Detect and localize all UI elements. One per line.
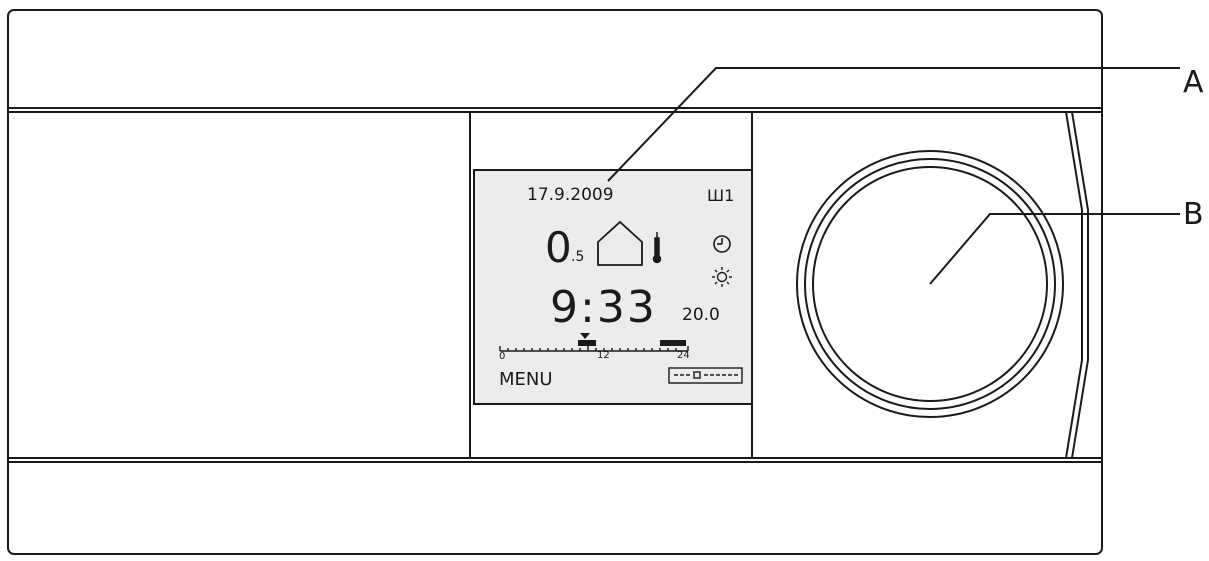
outside-temperature: 0 — [545, 223, 572, 272]
knob-middle-ring — [804, 158, 1056, 410]
timeline-heating-block-2 — [660, 340, 686, 346]
current-time-marker-icon — [580, 333, 590, 339]
setpoint-temperature: 20.0 — [682, 305, 720, 325]
menu-label[interactable]: MENU — [499, 369, 553, 390]
scale-tick-end: 24 — [677, 350, 690, 361]
housing-outline — [7, 9, 1103, 555]
outside-temperature-decimal: .5 — [571, 249, 585, 265]
callout-a-leader — [607, 67, 1180, 182]
lcd-time: 9:33 — [550, 282, 657, 333]
knob-outer-ring — [796, 150, 1064, 418]
program-indicator-icon — [668, 367, 743, 384]
clock-mode-icon — [713, 235, 731, 253]
bevel-edge — [1065, 111, 1083, 459]
radiator-icon: Ш1 — [707, 186, 735, 205]
rotary-knob[interactable] — [796, 150, 1064, 418]
callout-label-b: B — [1183, 197, 1204, 232]
callout-b-leader — [929, 213, 1180, 285]
bevel-edge-inner — [1071, 111, 1089, 459]
timeline-heating-block-1 — [578, 340, 596, 346]
knob-inner-ring — [812, 166, 1048, 402]
timeline-bar-icon — [499, 346, 689, 352]
callout-label-a: A — [1183, 65, 1204, 100]
house-icon — [597, 220, 643, 266]
scale-tick-mid: 12 — [597, 350, 610, 361]
thermometer-icon — [652, 232, 662, 264]
scale-tick-start: 0 — [499, 351, 506, 362]
lcd-screen — [473, 169, 753, 405]
sun-icon — [712, 267, 732, 287]
lcd-date: 17.9.2009 — [527, 185, 614, 205]
